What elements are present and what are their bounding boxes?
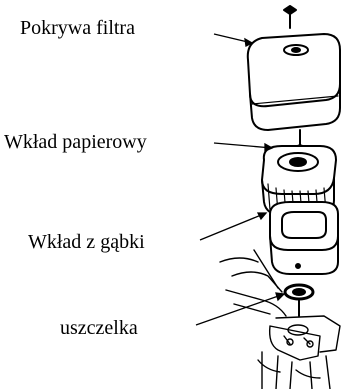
label-paper-element: Wkład papierowy (4, 131, 147, 153)
filter-cover-part (246, 33, 341, 131)
foam-filter-part (269, 201, 339, 275)
paper-filter-part (261, 145, 337, 217)
leader-lines (195, 33, 286, 326)
label-gasket: uszczelka (60, 317, 138, 339)
gasket-part (283, 283, 315, 301)
wing-nut (283, 5, 297, 29)
label-filter-cover: Pokrywa filtra (20, 17, 135, 39)
label-foam-element: Wkład z gąbki (28, 231, 145, 253)
hand-and-base (219, 249, 341, 389)
